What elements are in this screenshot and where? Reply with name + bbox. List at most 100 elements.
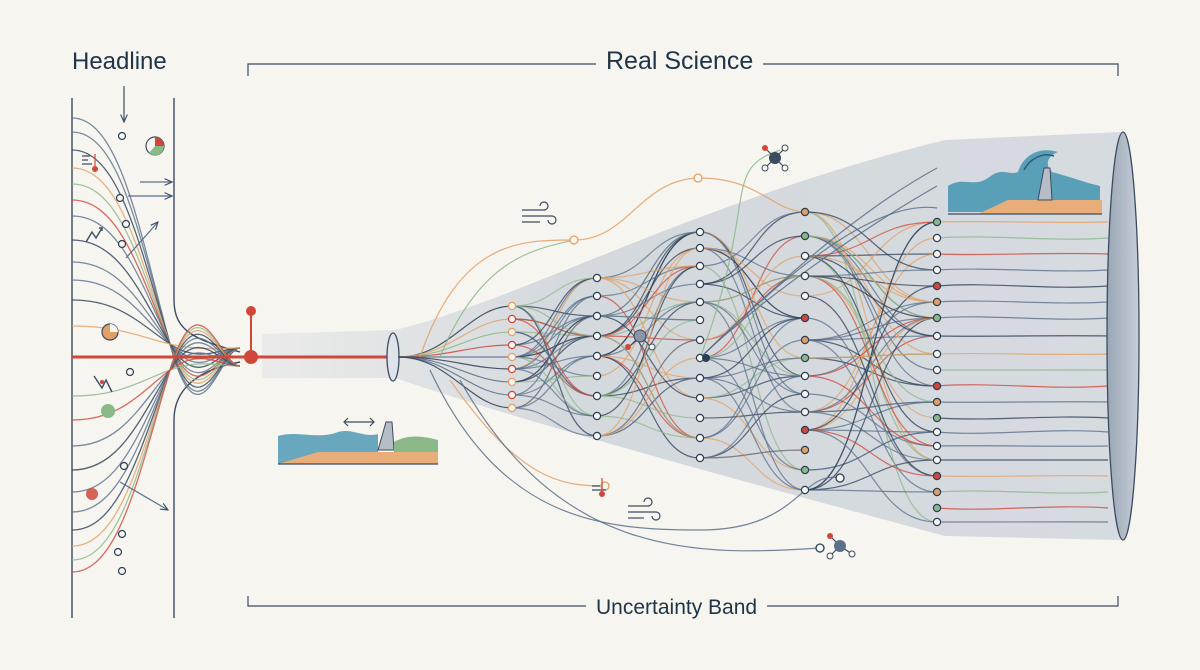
headline-line (71, 149, 241, 388)
network-node (932, 313, 942, 323)
headline-node (117, 529, 127, 539)
wide-lens (1106, 131, 1140, 541)
science-line (699, 317, 806, 439)
network-node (507, 352, 517, 362)
network-hub-node (702, 354, 710, 362)
science-line (804, 429, 938, 477)
science-line (511, 355, 598, 409)
output-line (936, 445, 1109, 447)
network-node (695, 243, 705, 253)
network-node (507, 364, 517, 374)
network-node (695, 261, 705, 271)
network-node (932, 413, 942, 423)
science-line (699, 375, 806, 459)
science-network-nodes (507, 173, 942, 553)
science-line (596, 277, 701, 303)
network-node (592, 273, 602, 283)
science-line (596, 265, 701, 297)
network-node (569, 235, 579, 245)
science-line (804, 285, 938, 431)
science-line (804, 235, 938, 337)
science-line (596, 335, 701, 439)
science-line (511, 394, 598, 417)
output-line (936, 430, 1109, 434)
network-node (800, 313, 810, 323)
output-line (936, 236, 1109, 240)
headline-node (117, 566, 127, 576)
science-line (596, 265, 701, 397)
science-line (804, 235, 938, 355)
network-node (507, 314, 517, 324)
network-node (800, 407, 810, 417)
science-arc (699, 206, 938, 359)
science-line (699, 231, 806, 359)
molecule-icon (826, 533, 856, 560)
science-line (804, 429, 938, 523)
science-line (804, 211, 938, 303)
science-line (699, 283, 806, 319)
headline-dot (244, 350, 258, 364)
network-node (695, 227, 705, 237)
network-node (932, 381, 942, 391)
science-line (596, 231, 701, 357)
science-line (804, 275, 938, 287)
science-line (511, 315, 598, 383)
science-line (804, 269, 938, 277)
science-line (804, 211, 938, 461)
output-line (936, 252, 1109, 256)
science-line (596, 231, 701, 317)
science-arc (439, 239, 575, 358)
network-node (932, 397, 942, 407)
science-line (804, 317, 938, 431)
network-node (932, 517, 942, 527)
network-node (835, 473, 845, 483)
science-line (511, 355, 598, 396)
wave-seawall-icon (948, 150, 1102, 215)
science-line (699, 357, 806, 471)
network-node (932, 331, 942, 341)
uncertainty-band (262, 132, 1120, 540)
science-line (804, 275, 938, 319)
network-node (507, 340, 517, 350)
science-line (596, 247, 701, 437)
network-node (932, 427, 942, 437)
science-line (511, 277, 598, 307)
science-line (596, 265, 701, 337)
science-line (596, 355, 701, 379)
science-line (804, 353, 938, 359)
thermometer-icon (82, 154, 98, 172)
science-line (804, 295, 938, 477)
science-line (397, 305, 513, 358)
network-node (507, 327, 517, 337)
network-node (800, 485, 810, 495)
network-node (592, 331, 602, 341)
headline-arrow (119, 481, 168, 510)
headline-node (117, 239, 127, 249)
science-line (596, 315, 701, 321)
science-line (699, 437, 806, 491)
science-line (804, 253, 938, 257)
science-line (804, 489, 938, 493)
science-line (804, 275, 938, 447)
network-node (695, 297, 705, 307)
headline-converging-lines (71, 117, 241, 576)
trend-graph-icon (85, 227, 103, 243)
network-node (800, 251, 810, 261)
wind-icon (628, 497, 661, 521)
output-line (936, 335, 1109, 337)
science-line (699, 357, 806, 379)
headline-node (113, 547, 123, 557)
headline-line (71, 324, 241, 573)
output-line (936, 284, 1109, 288)
network-node (695, 433, 705, 443)
headline-arrow (125, 222, 158, 259)
science-line (511, 305, 598, 337)
network-node (800, 465, 810, 475)
seawall-icon (278, 417, 438, 465)
output-line (936, 300, 1109, 304)
network-node (592, 311, 602, 321)
science-line (699, 357, 806, 377)
science-line (804, 211, 938, 523)
narrow-lens (386, 332, 400, 382)
science-line (699, 231, 806, 395)
